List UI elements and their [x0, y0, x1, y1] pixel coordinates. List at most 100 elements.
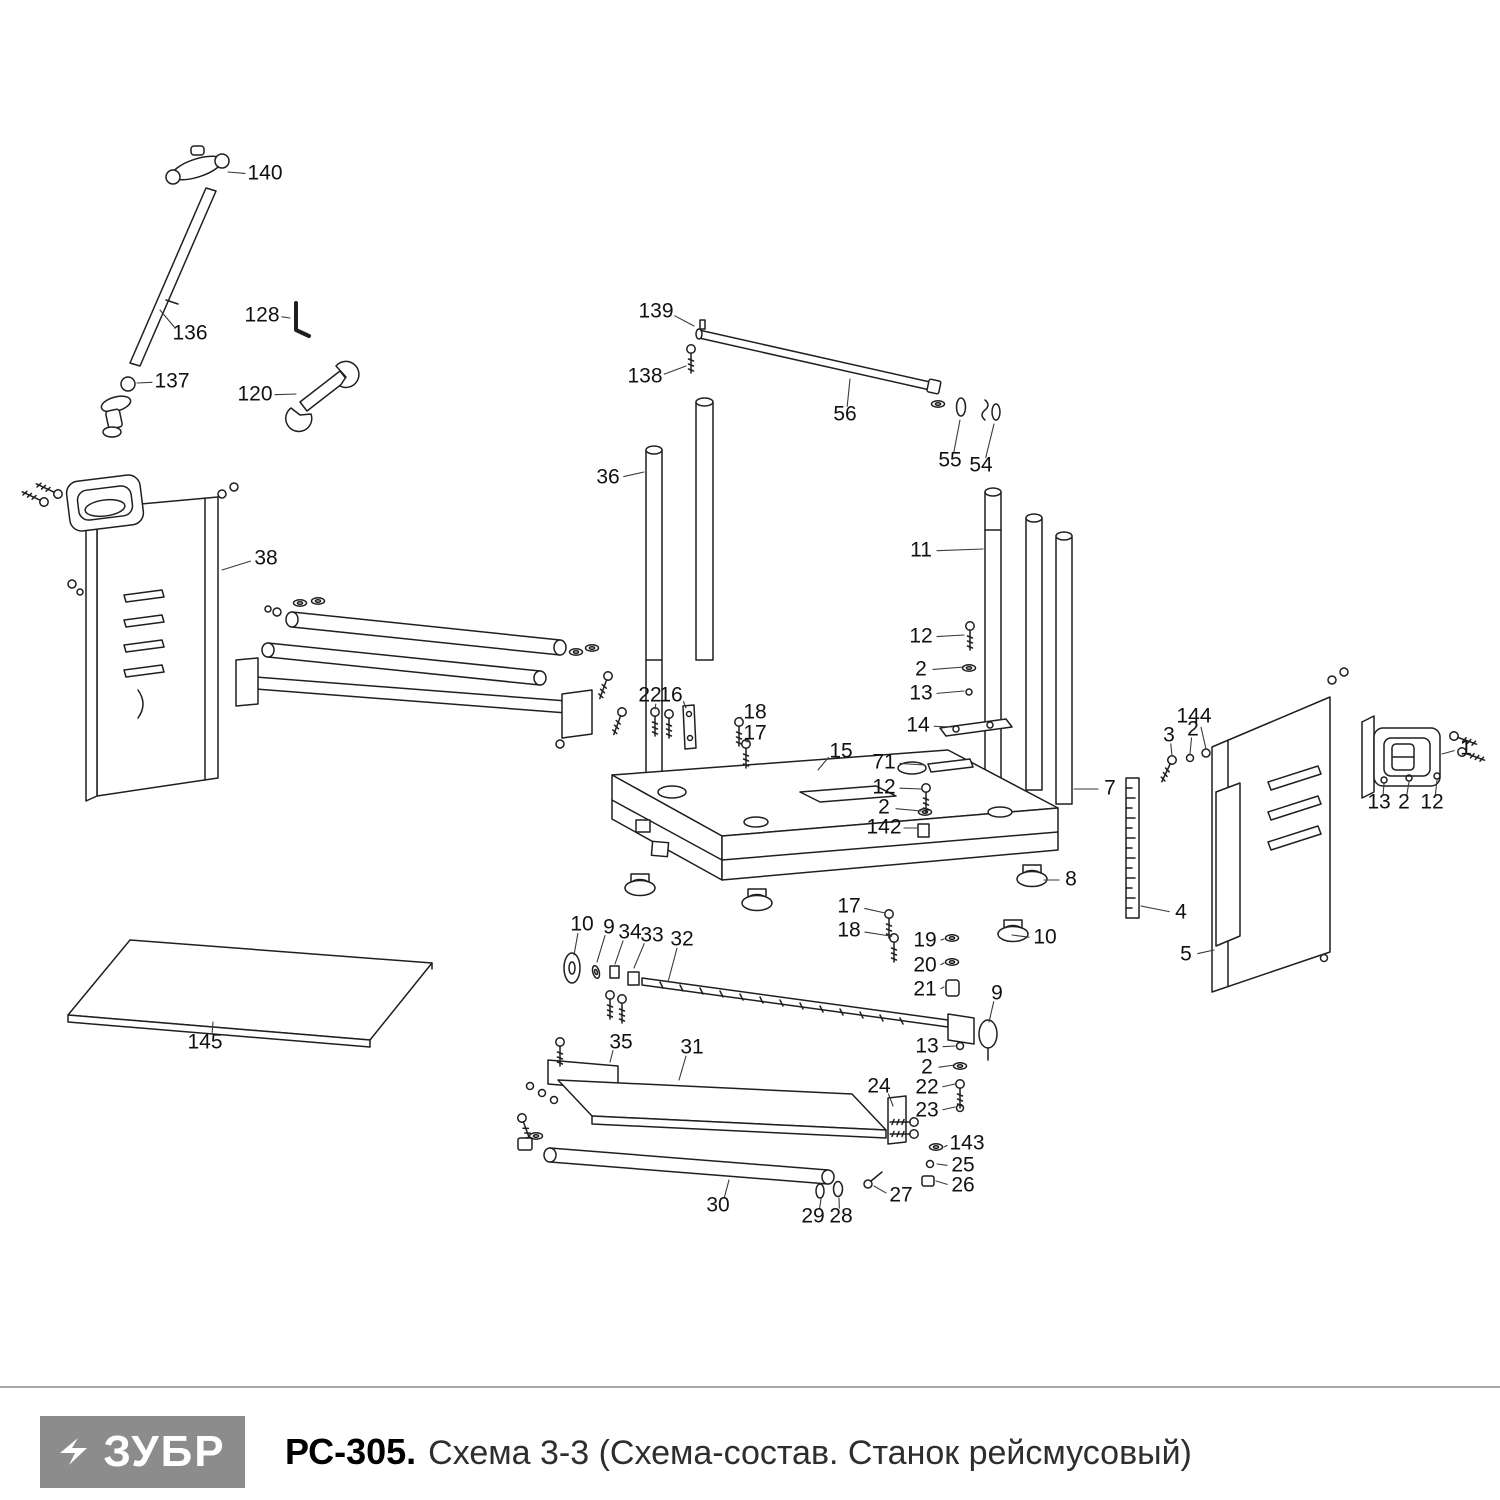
leader-line: [159, 309, 175, 328]
leader-line: [988, 1001, 995, 1023]
part-number-label: 28: [829, 1205, 852, 1228]
leader-line: [817, 756, 829, 771]
hex-key: [294, 301, 311, 338]
part-number-label: 26: [951, 1174, 974, 1197]
leader-line: [623, 471, 645, 478]
leader-line: [573, 932, 579, 956]
part-number-label: 10: [570, 913, 593, 936]
leader-line: [942, 1045, 956, 1048]
leader-line: [887, 1093, 894, 1107]
wrench: [285, 360, 360, 433]
leader-line: [933, 725, 953, 728]
part-number-label: 36: [596, 466, 619, 489]
part-number-label: 138: [627, 365, 662, 388]
leader-line: [932, 666, 965, 670]
leader-line: [1200, 726, 1207, 750]
leader-line: [936, 548, 984, 552]
footer: ЗУБР РС-305.Схема 3-3 (Схема-состав. Ста…: [0, 1386, 1500, 1500]
leader-line: [1382, 783, 1385, 796]
leader-line: [873, 1185, 887, 1194]
part-number-label: 142: [866, 816, 901, 839]
tie-rod: [686, 319, 1001, 421]
part-number-label: 34: [618, 921, 642, 944]
leader-line: [743, 740, 749, 743]
fasteners-71-142: [917, 758, 974, 838]
scale-ruler: [1125, 777, 1140, 919]
fasteners-22-16: [650, 704, 751, 769]
left-panel-screws: [19, 479, 239, 596]
leader-line: [221, 560, 252, 571]
leader-line: [864, 907, 886, 914]
part-number-label: 22: [915, 1076, 938, 1099]
part-number-label: 12: [909, 625, 932, 648]
part-number-label: 25: [951, 1154, 974, 1177]
leader-line: [1434, 779, 1438, 795]
leader-line: [1011, 934, 1030, 938]
part-number-label: 9: [603, 916, 615, 939]
part-number-label: 32: [670, 928, 693, 951]
zubr-logo-text: ЗУБР: [103, 1427, 226, 1476]
footer-row: ЗУБР РС-305.Схема 3-3 (Схема-состав. Ста…: [0, 1388, 1500, 1488]
part-number-label: 2: [921, 1056, 933, 1079]
leader-line: [818, 1198, 822, 1210]
leader-line: [942, 1083, 956, 1088]
leader-line: [274, 393, 297, 396]
leader-line: [596, 934, 606, 963]
leader-line: [940, 962, 945, 966]
part-number-label: 2: [1398, 791, 1410, 814]
leader-line: [614, 940, 624, 965]
machine-base: [611, 749, 1059, 943]
leader-line: [674, 315, 695, 327]
part-number-label: 137: [154, 370, 189, 393]
part-number-label: 71: [872, 751, 895, 774]
leader-line: [211, 1021, 214, 1034]
leader-line: [935, 1180, 948, 1185]
outfeed-table: [515, 1037, 907, 1151]
part-number-label: 27: [889, 1184, 912, 1207]
support-columns: [645, 397, 1073, 805]
diagram-subtitle: Схема 3-3 (Схема-состав. Станок рейсмусо…: [428, 1434, 1192, 1472]
bottom-cover-panel: [67, 939, 433, 1048]
leader-line: [1406, 781, 1410, 796]
leader-line: [942, 1106, 956, 1111]
switch-box: [1157, 715, 1487, 799]
part-number-label: 14: [906, 714, 930, 737]
part-number-label: 17: [743, 722, 766, 745]
leader-line: [281, 316, 291, 319]
part-number-label: 2: [878, 796, 890, 819]
part-number-label: 9: [991, 982, 1003, 1005]
leader-line: [846, 378, 851, 407]
part-number-label: 11: [910, 539, 932, 562]
part-number-label: 13: [909, 682, 932, 705]
part-number-label: 120: [237, 383, 272, 406]
table-roller: [543, 1147, 883, 1199]
feed-roller-assembly: [235, 597, 629, 749]
leader-line: [985, 423, 995, 459]
part-number-label: 56: [833, 403, 856, 426]
part-number-label: 12: [872, 776, 895, 799]
lead-screw-fasteners: [952, 1041, 968, 1113]
part-number-label: 13: [1367, 791, 1390, 814]
part-number-label: 16: [659, 684, 682, 707]
left-side-panel: [65, 474, 219, 802]
part-number-label: 29: [801, 1205, 824, 1228]
part-number-label: 22: [638, 684, 661, 707]
part-number-label: 31: [680, 1036, 703, 1059]
leader-line: [609, 1050, 614, 1063]
leader-line: [1140, 905, 1170, 913]
part-number-label: 5: [1180, 943, 1192, 966]
part-number-label: 4: [1175, 901, 1187, 924]
leader-line: [227, 171, 246, 174]
leader-line: [864, 931, 891, 937]
right-side-panel: [1211, 667, 1349, 993]
part-number-label: 18: [743, 701, 766, 724]
leader-line: [740, 716, 743, 721]
part-number-label: 8: [1065, 868, 1077, 891]
zubr-arrow-icon: [60, 1438, 88, 1465]
part-number-label: 24: [867, 1075, 891, 1098]
leader-line: [953, 419, 961, 454]
part-number-label: 38: [254, 547, 277, 570]
leader-line: [663, 365, 687, 375]
zubr-logo: ЗУБР: [40, 1416, 245, 1488]
